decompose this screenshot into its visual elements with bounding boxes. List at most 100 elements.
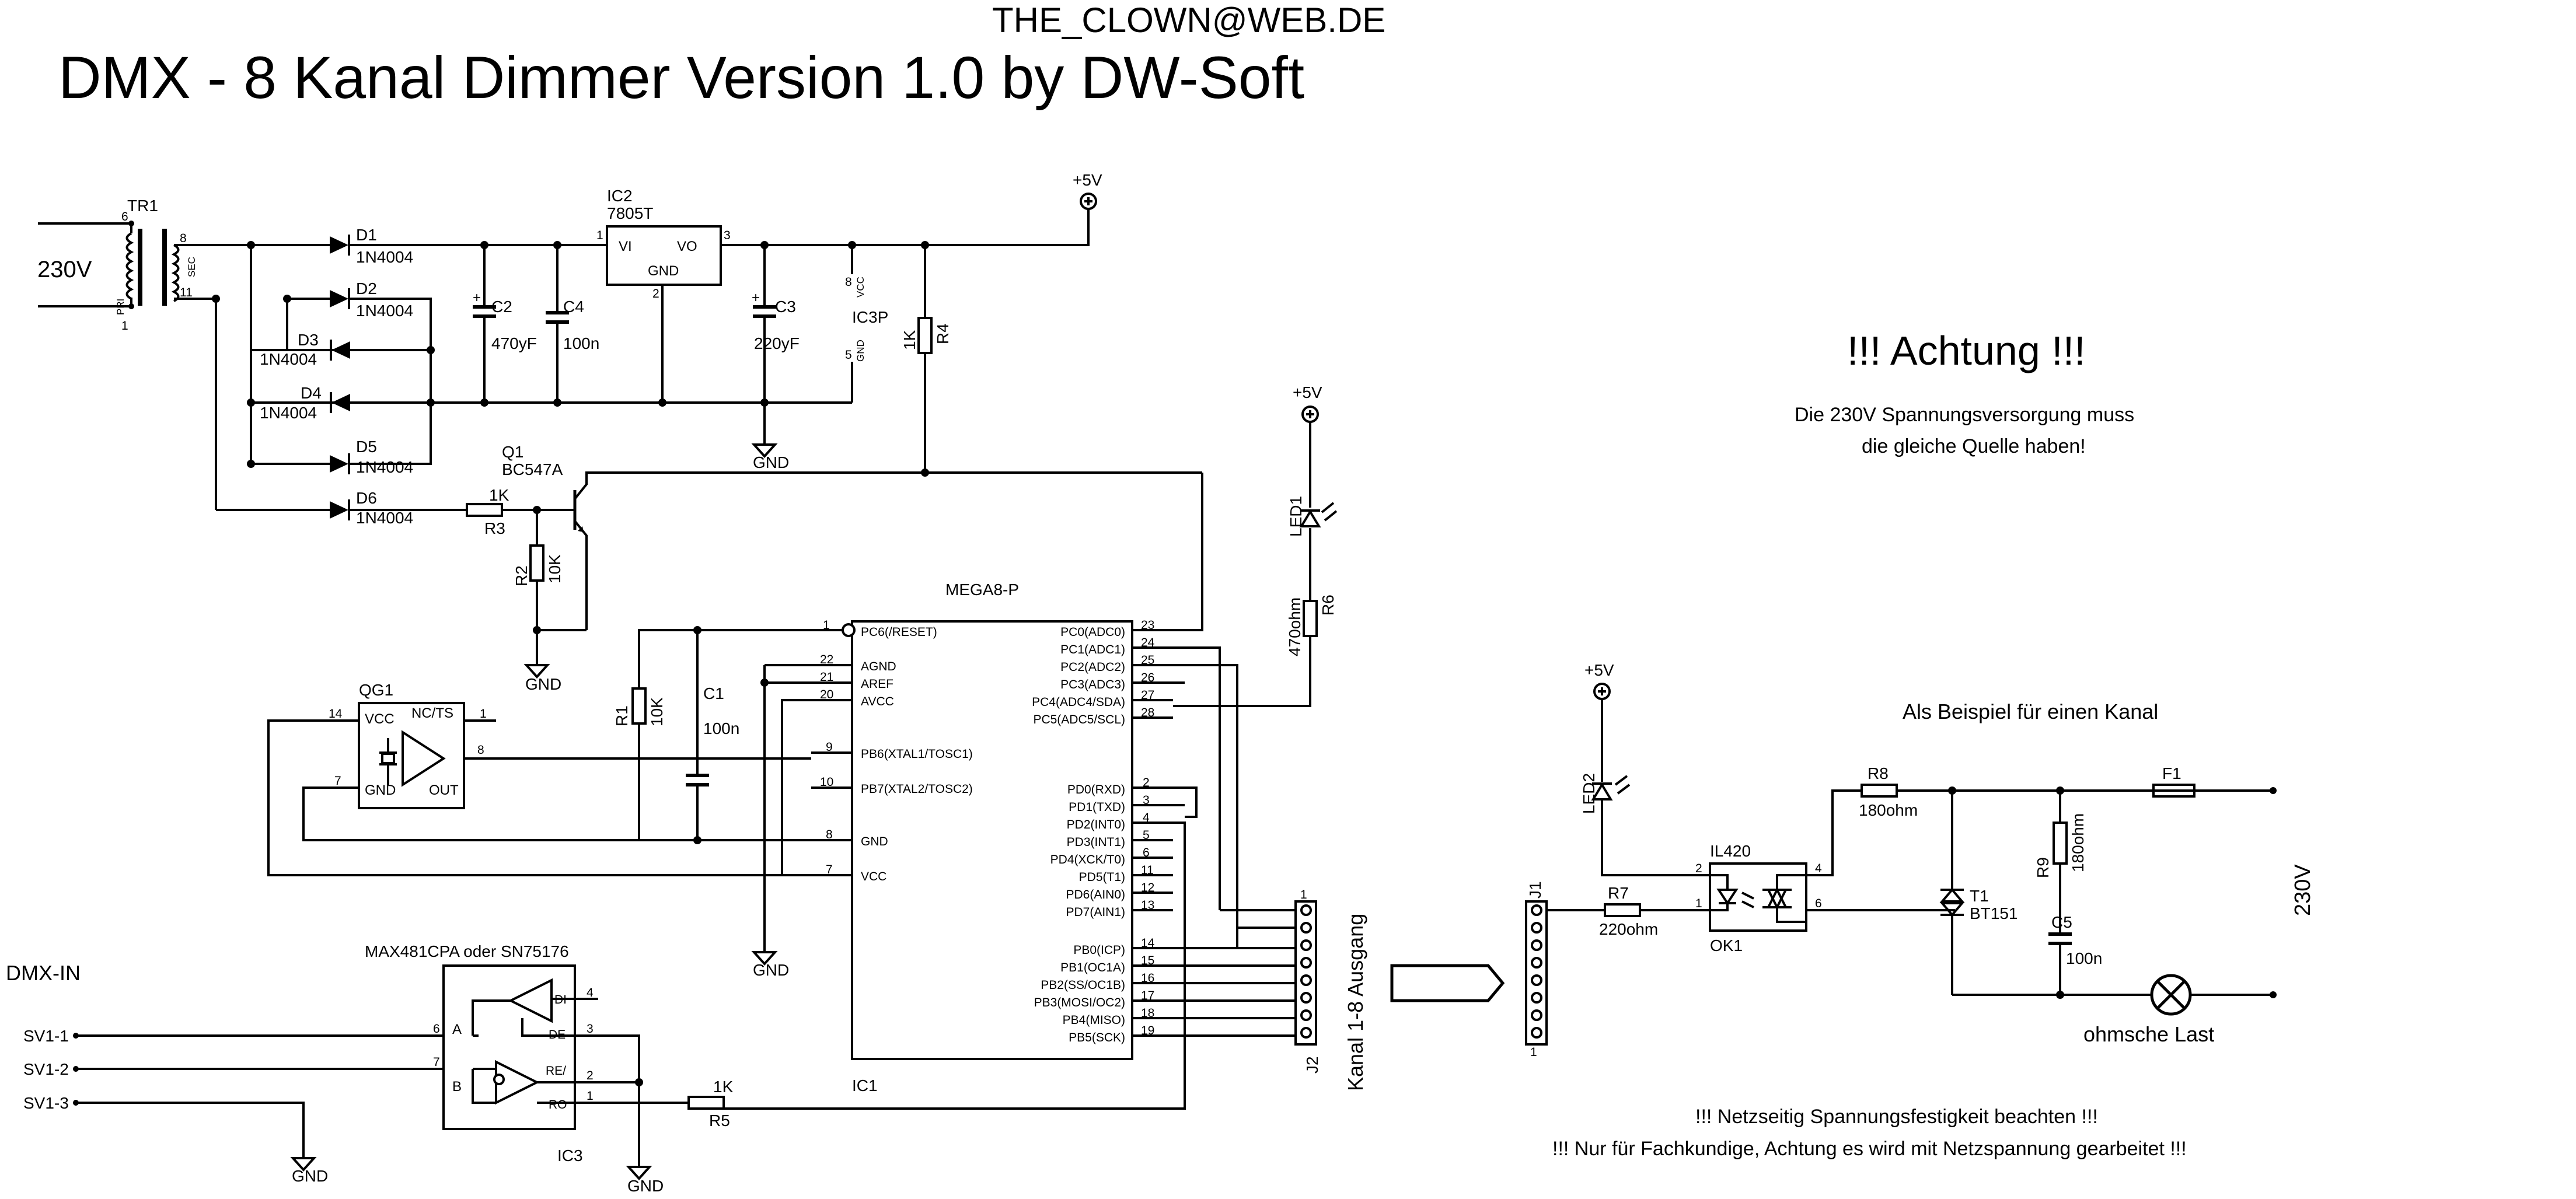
capacitor-c4: C4 100n xyxy=(546,245,599,403)
r1-ref: R1 xyxy=(613,705,631,726)
j1-pin1: 1 xyxy=(1530,1046,1537,1059)
mcu-lbl-pc6: PC6(/RESET) xyxy=(861,625,937,639)
r7-value: 220ohm xyxy=(1599,920,1658,938)
gnd-label-2: GND xyxy=(525,675,561,693)
tr1-sec-label: SEC xyxy=(186,257,197,277)
j2-pin1: 1 xyxy=(1300,888,1307,901)
mcu-lbl-vcc: VCC xyxy=(861,870,886,883)
f1-ref: F1 xyxy=(2162,764,2181,782)
mcu-pin-3: 3 xyxy=(1143,793,1150,807)
c4-ref: C4 xyxy=(563,298,584,316)
sv1-1-label: SV1-1 xyxy=(23,1027,69,1045)
r8-ref: R8 xyxy=(1868,764,1889,782)
mcu-pin-15: 15 xyxy=(1141,954,1154,967)
mcu-pin-14: 14 xyxy=(1141,936,1155,950)
mcu-lbl-pc4: PC4(ADC4/SDA) xyxy=(1032,695,1125,709)
mcu-pin-26: 26 xyxy=(1141,671,1154,684)
d5-value: 1N4004 xyxy=(356,458,413,476)
page-title: DMX - 8 Kanal Dimmer Version 1.0 by DW-S… xyxy=(58,44,1304,111)
channel-caption: Als Beispiel für einen Kanal xyxy=(1903,700,2158,723)
load-label: ohmsche Last xyxy=(2083,1022,2214,1046)
mcu-pin-24: 24 xyxy=(1141,636,1155,649)
qg1-out: OUT xyxy=(429,782,459,798)
power-plus5v-top: +5V xyxy=(1073,171,1102,210)
c5-ref: C5 xyxy=(2051,913,2072,931)
sv1-2-label: SV1-2 xyxy=(23,1060,69,1078)
mcu-lbl-pd5: PD5(T1) xyxy=(1079,871,1125,884)
resistor-r6: R6 470ohm xyxy=(1173,595,1337,707)
gnd-symbol-2: GND xyxy=(523,630,561,693)
mcu-lbl-pc0: PC0(ADC0) xyxy=(1060,625,1125,639)
c3-plus: + xyxy=(752,290,760,306)
qg1-ref: QG1 xyxy=(359,681,393,699)
dmx-input: DMX-IN SV1-1 SV1-2 SV1-3 xyxy=(6,961,444,1158)
led2-ref: LED2 xyxy=(1580,773,1598,814)
qg1-ncts: NC/TS xyxy=(411,705,453,721)
mcu-pin-6: 6 xyxy=(1143,846,1150,859)
ok1-pin1: 1 xyxy=(1695,897,1702,910)
connector-j1: J1 1 xyxy=(1525,881,1548,1059)
c4-value: 100n xyxy=(563,334,599,352)
ok1-pin6: 6 xyxy=(1815,897,1822,910)
mcu-pin-10: 10 xyxy=(820,775,833,789)
capacitor-c3: + C3 220yF xyxy=(752,245,800,403)
mcu-lbl-pd0: PD0(RXD) xyxy=(1067,783,1125,796)
mcu-pin-16: 16 xyxy=(1141,971,1154,985)
ic3-part: MAX481CPA oder SN75176 xyxy=(365,942,569,960)
c5-value: 100n xyxy=(2066,949,2102,967)
mcu-pin-2: 2 xyxy=(1143,776,1150,789)
ic3-power-pins: 8 VCC IC3P GND 5 xyxy=(845,245,888,379)
gnd-label-3: GND xyxy=(753,961,789,979)
c1-value: 100n xyxy=(703,719,739,737)
ic3-pin3: 3 xyxy=(587,1022,594,1036)
qg1-vcc: VCC xyxy=(365,711,395,727)
gnd-symbol-4: GND xyxy=(290,1157,328,1185)
tr1-ref: TR1 xyxy=(127,197,158,215)
footer-line2: !!! Nur für Fachkundige, Achtung es wird… xyxy=(1552,1138,2187,1160)
ic3-ro: RO xyxy=(549,1098,567,1111)
gnd-label-1: GND xyxy=(753,453,789,471)
mcu-pin-23: 23 xyxy=(1141,618,1154,632)
ic2-pin2: 2 xyxy=(652,287,659,300)
r4-ref: R4 xyxy=(934,323,952,344)
tr1-pin-8: 8 xyxy=(180,232,187,245)
tr1-pin-1: 1 xyxy=(121,319,128,333)
ic3p-gnd: GND xyxy=(855,340,866,362)
j2-ref: J2 xyxy=(1303,1056,1321,1074)
gnd-label-5: GND xyxy=(627,1177,664,1195)
mcu-lbl-pb0: PB0(ICP) xyxy=(1073,943,1125,957)
ic3-re: RE/ xyxy=(546,1064,566,1078)
capacitor-c5: C5 100n xyxy=(2048,913,2102,967)
d1-value: 1N4004 xyxy=(356,248,413,266)
mcu-pin-4: 4 xyxy=(1143,811,1150,824)
r2-value: 10K xyxy=(546,554,564,583)
r2-ref: R2 xyxy=(512,565,530,586)
c2-ref: C2 xyxy=(491,298,512,316)
mcu-pin-28: 28 xyxy=(1141,706,1154,719)
resistor-r7: R7 220ohm xyxy=(1599,884,1658,938)
sv1-3-label: SV1-3 xyxy=(23,1094,69,1112)
mcu-lbl-pd2: PD2(INT0) xyxy=(1067,818,1125,831)
ic3-pin1: 1 xyxy=(587,1089,594,1103)
led-led1: LED1 xyxy=(1287,422,1338,601)
resistor-r1: R1 10K xyxy=(613,687,666,726)
d4-value: 1N4004 xyxy=(260,404,317,422)
led-led2: LED2 xyxy=(1580,699,1687,876)
r7-ref: R7 xyxy=(1608,884,1629,902)
regulator-ic2: IC2 7805T VI VO GND 1 3 2 xyxy=(596,187,731,403)
t1-ref: T1 xyxy=(1970,887,1989,905)
mcu-pin-17: 17 xyxy=(1141,989,1154,1002)
ic3p-pin5: 5 xyxy=(845,348,852,362)
warning-box: !!! Achtung !!! Die 230V Spannungsversor… xyxy=(1795,328,2134,457)
ok1-pin2: 2 xyxy=(1695,862,1702,875)
resistor-r4: 1K R4 xyxy=(900,245,952,473)
mains-voltage-label: 230V xyxy=(37,257,92,282)
mcu-pin-27: 27 xyxy=(1141,688,1154,702)
triac-t1: T1 BT151 xyxy=(1939,791,2018,995)
led1-ref: LED1 xyxy=(1287,496,1305,537)
ic2-part: 7805T xyxy=(607,204,653,222)
r4-value: 1K xyxy=(900,330,919,350)
mcu-lbl-pd4: PD4(XCK/T0) xyxy=(1050,853,1125,866)
resistor-r3: 1K R3 xyxy=(464,486,509,537)
